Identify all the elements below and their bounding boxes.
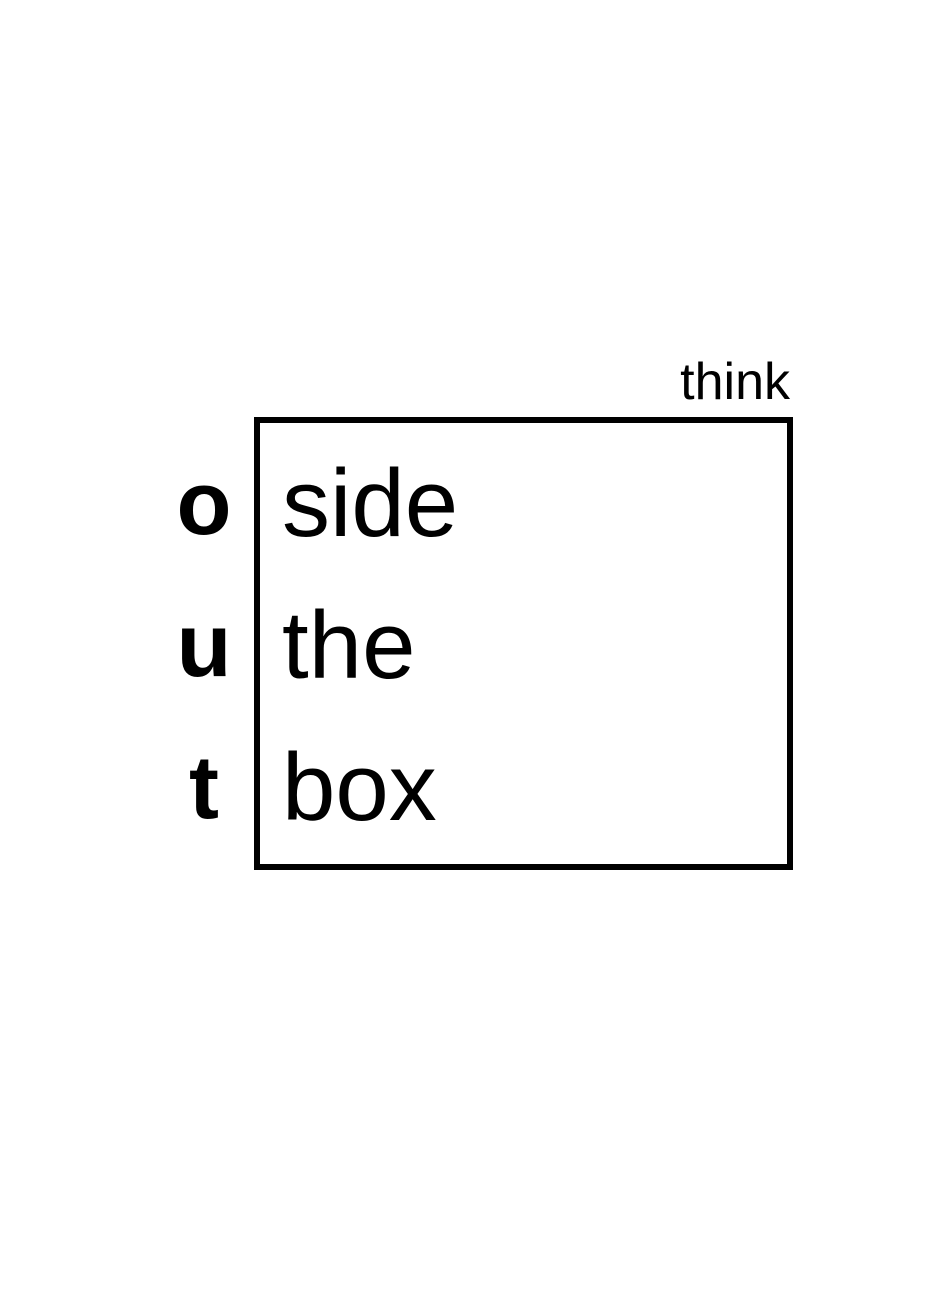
box-word-box: box	[282, 734, 437, 841]
vertical-letter-o: o	[176, 454, 232, 554]
box-word-the: the	[282, 592, 416, 699]
think-word: think	[680, 353, 790, 411]
outlined-box	[254, 417, 793, 870]
vertical-letter-t: t	[189, 738, 219, 838]
vertical-letter-u: u	[176, 596, 232, 696]
box-word-side: side	[282, 450, 459, 557]
